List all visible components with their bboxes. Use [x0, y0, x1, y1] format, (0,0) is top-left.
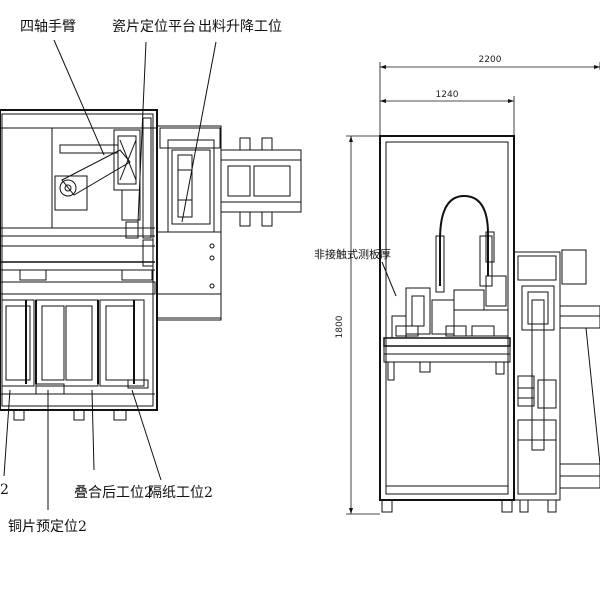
leader-lines-left	[3, 39, 217, 510]
side-unit	[513, 249, 600, 513]
callout-copper-preposition-2: 铜片预定位2	[8, 519, 87, 535]
front-view	[346, 62, 600, 515]
four-axis-arm-drawing	[54, 129, 141, 239]
leader-line-thickness	[381, 261, 397, 297]
dimension-1240: 1240	[436, 90, 459, 100]
callout-ceramic-platform: 瓷片定位平台	[112, 19, 196, 35]
dimension-1800: 1800	[335, 315, 345, 338]
lower-stations	[0, 269, 156, 421]
dimension-2200: 2200	[479, 55, 502, 65]
callout-four-axis-arm: 四轴手臂	[20, 19, 76, 35]
callout-stack-station-2: 叠合后工位2	[74, 485, 153, 501]
callout-output-lift: 出料升降工位	[198, 19, 282, 35]
callout-noncontact-thickness: 非接触式测板厚	[314, 248, 391, 261]
callout-left-cut: 2	[0, 482, 9, 498]
top-view	[0, 109, 302, 421]
callout-paper-station-2: 隔纸工位2	[148, 485, 213, 501]
output-conveyor	[156, 125, 302, 321]
